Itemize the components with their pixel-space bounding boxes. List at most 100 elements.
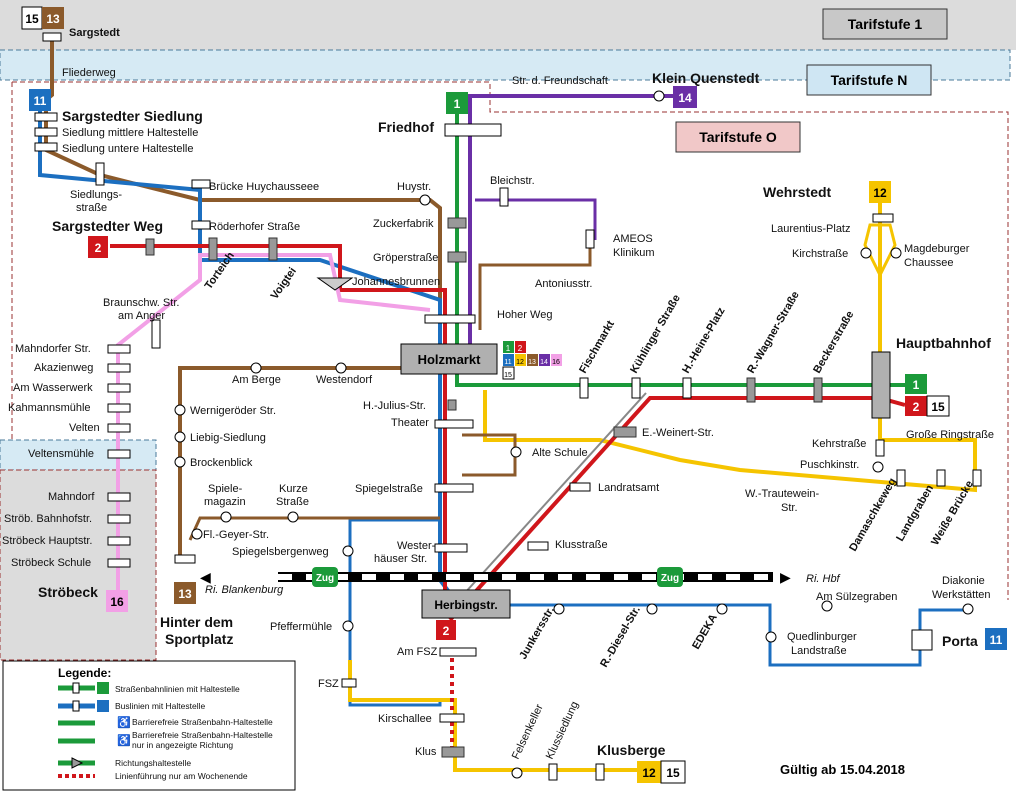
tarifO-box	[675, 121, 801, 153]
tarif1-label: Tarifstufe 1	[848, 16, 923, 32]
svg-text:Barrierefreie Straßenbahn-Halt: Barrierefreie Straßenbahn-Haltestelle	[132, 717, 273, 727]
svg-text:16: 16	[110, 595, 124, 609]
tarifN-box	[806, 64, 932, 96]
label-brockenblick: Brockenblick	[190, 457, 253, 469]
line-13-branch-ameos	[478, 240, 592, 330]
label-siedluntere: Siedlung untere Haltestelle	[62, 143, 193, 155]
label-siedlmittel: Siedlung mittlere Haltestelle	[62, 127, 198, 139]
badge-14-kleinq[interactable]: 14	[673, 86, 697, 108]
label-puschkin: Puschkinstr.	[800, 459, 859, 471]
rail-dir-blankenburg: Ri. Blankenburg	[205, 584, 284, 596]
label-groeper: Gröperstraße	[373, 252, 438, 264]
svg-text:15: 15	[666, 766, 680, 780]
label-kahmann: Kahmannsmühle	[8, 402, 91, 414]
label-junkers: Junkersstr.	[517, 605, 557, 662]
label-velten: Velten	[69, 422, 100, 434]
badge-11-porta[interactable]: 11	[985, 628, 1007, 650]
svg-text:Barrierefreie Straßenbahn-Halt: Barrierefreie Straßenbahn-Haltestelle	[132, 730, 273, 740]
label-felsenkeller: Felsenkeller	[510, 702, 546, 761]
label-zucker: Zuckerfabrik	[373, 218, 434, 230]
badge-11-sargsiedlung[interactable]: 11	[29, 89, 51, 111]
label-siedlstr-1: Siedlungs-	[70, 189, 122, 201]
badge-13-hinter[interactable]: 13	[174, 582, 196, 604]
label-roederhofer: Röderhofer Straße	[209, 221, 300, 233]
label-trautewein-1: W.-Trautewein-	[745, 488, 820, 500]
label-trautewein-2: Str.	[781, 502, 798, 514]
line-11-route	[38, 100, 457, 602]
svg-text:Richtungshaltestelle: Richtungshaltestelle	[115, 758, 191, 768]
label-ameos-1: AMEOS	[613, 233, 653, 245]
label-stroebeck: Ströbeck	[38, 584, 98, 600]
label-spiegelstr: Spiegelstraße	[355, 483, 423, 495]
label-julius: H.-Julius-Str.	[363, 400, 426, 412]
badge-12-klusberge[interactable]: 12	[637, 761, 661, 783]
badge-2-herbing[interactable]: 2	[436, 620, 456, 640]
svg-text:15: 15	[504, 372, 512, 379]
label-westendorf: Westendorf	[316, 374, 373, 386]
badge-1-friedhof[interactable]: 1	[446, 92, 468, 114]
label-sargstedt: Sargstedt	[69, 27, 120, 39]
svg-text:15: 15	[931, 400, 945, 414]
line-12-wehrstedt-loop	[863, 223, 897, 279]
wheelchair-direction-icon: ♿	[117, 734, 131, 747]
label-grossering: Große Ringstraße	[906, 429, 994, 441]
svg-text:11: 11	[990, 633, 1003, 647]
badge-2-sargweg[interactable]: 2	[88, 236, 108, 258]
holzmarkt-hub[interactable]	[400, 343, 498, 375]
svg-text:12: 12	[642, 766, 656, 780]
label-ameos-2: Klinikum	[613, 247, 655, 259]
label-magdeb-1: Magdeburger	[904, 243, 970, 255]
label-sargsiedlung: Sargstedter Siedlung	[62, 108, 203, 124]
badge-16-stroebeck[interactable]: 16	[106, 590, 128, 612]
label-stroebbahnhof: Ströb. Bahnhofstr.	[4, 513, 92, 525]
label-landgraben: Landgraben	[894, 483, 936, 544]
label-friedhof: Friedhof	[378, 119, 434, 135]
label-edeka: EDEKA	[690, 612, 720, 651]
svg-text:2: 2	[518, 344, 523, 353]
label-klussiedlung: Klussiedlung	[544, 700, 581, 762]
label-freundschaft: Str. d. Freundschaft	[512, 75, 608, 87]
svg-text:13: 13	[528, 359, 536, 366]
label-laurentius: Laurentius-Platz	[771, 223, 851, 235]
hbf-hub[interactable]	[871, 351, 891, 419]
badge-15-sargstedt[interactable]: 15	[21, 6, 43, 30]
rail-arrow-left: ◀	[200, 569, 211, 585]
badge-1-hbf[interactable]: 1	[905, 374, 927, 394]
zug-badge-left	[312, 567, 338, 587]
badge-13-sargstedt[interactable]: 13	[42, 7, 64, 29]
label-diakonie-1: Diakonie	[942, 575, 985, 587]
line-1-route	[455, 110, 905, 387]
badge-12-wehrstedt[interactable]: 12	[869, 181, 891, 203]
label-johannes: Johannesbrunnen	[352, 276, 440, 288]
badge-15-klusberge[interactable]: 15	[660, 760, 686, 784]
svg-text:16: 16	[552, 359, 560, 366]
svg-text:nur in angezeigte Richtung: nur in angezeigte Richtung	[132, 740, 233, 750]
svg-text:13: 13	[46, 12, 60, 26]
tarifN-label: Tarifstufe N	[831, 72, 908, 88]
label-quedl-1: Quedlinburger	[787, 631, 857, 643]
label-weinert: E.-Weinert-Str.	[642, 427, 714, 439]
herbing-hub[interactable]	[421, 589, 511, 619]
badge-2-hbf[interactable]: 2	[905, 396, 927, 416]
label-landrat: Landratsamt	[598, 482, 659, 494]
svg-text:11: 11	[34, 94, 47, 108]
label-spiegelsberg: Spiegelsbergenweg	[232, 546, 329, 558]
label-voigtei: Voigtei	[269, 265, 299, 301]
label-bruecke: Brücke Huychausseee	[209, 181, 319, 193]
stop-markers	[34, 32, 982, 781]
line-13-west	[178, 366, 440, 560]
svg-text:14: 14	[540, 359, 548, 366]
line-14-route	[468, 94, 680, 350]
tarifO-label: Tarifstufe O	[699, 129, 777, 145]
svg-text:1: 1	[913, 378, 920, 392]
label-stroebschule: Ströbeck Schule	[11, 557, 91, 569]
holzmarkt-label: Holzmarkt	[418, 352, 482, 367]
badge-15-hbf[interactable]: 15	[926, 395, 950, 417]
label-theater: Theater	[391, 417, 429, 429]
label-hinter-1: Hinter dem	[160, 614, 233, 630]
tram-stop-markers	[145, 217, 823, 758]
label-sargweg: Sargstedter Weg	[52, 218, 163, 234]
label-fischmarkt: Fischmarkt	[577, 318, 617, 375]
label-spiele-2: magazin	[204, 496, 246, 508]
